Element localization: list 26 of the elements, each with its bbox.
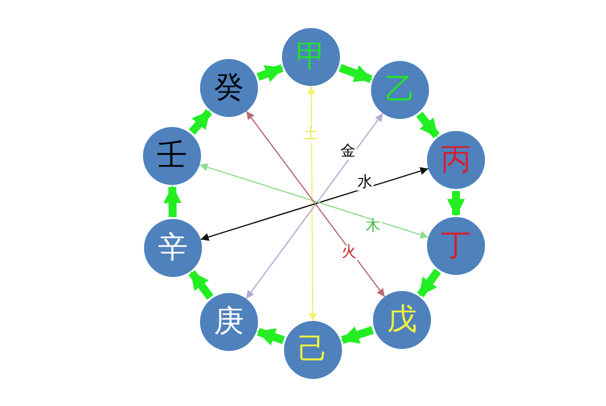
block-arrow — [256, 328, 285, 346]
stem-character: 丙 — [441, 145, 471, 175]
block-arrow — [416, 112, 440, 138]
edge-label: 水 — [356, 176, 374, 190]
stem-character: 丁 — [441, 231, 471, 261]
block-arrow — [188, 270, 214, 300]
block-arrow — [340, 326, 374, 344]
edge-label: 土 — [302, 128, 320, 142]
block-arrow — [447, 191, 465, 217]
block-arrow — [256, 64, 284, 82]
stem-character: 辛 — [158, 233, 188, 263]
block-arrow — [338, 64, 373, 83]
block-arrow — [164, 185, 182, 218]
stem-character: 癸 — [214, 73, 244, 103]
stem-character: 甲 — [296, 42, 326, 72]
block-arrow — [188, 109, 212, 135]
connector-arrow — [307, 86, 317, 321]
stem-character: 壬 — [157, 141, 187, 171]
block-arrow — [417, 268, 441, 298]
edge-label: 火 — [340, 246, 358, 260]
stem-character: 庚 — [214, 307, 244, 337]
stem-character: 戊 — [387, 305, 417, 335]
stem-character: 己 — [298, 335, 328, 365]
edge-label: 金 — [340, 144, 356, 160]
edge-label: 木 — [364, 220, 382, 234]
stem-character: 乙 — [385, 75, 415, 105]
